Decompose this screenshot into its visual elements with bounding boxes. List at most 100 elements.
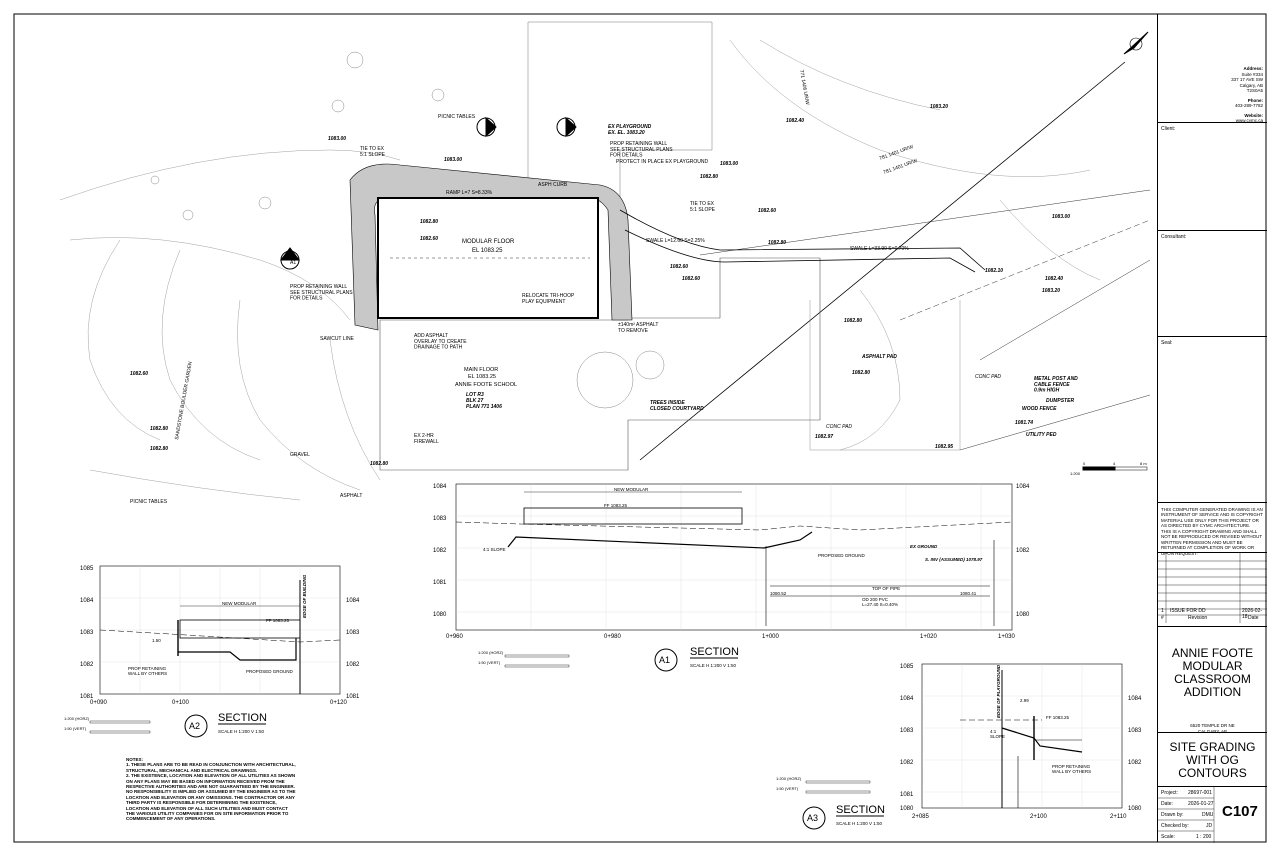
main-floor-el: EL 1083.25: [468, 374, 496, 380]
y-label: 1081: [433, 580, 447, 586]
seal-label: Seal:: [1161, 340, 1173, 346]
a3-x-labels: 2+085 2+100 2+110: [912, 814, 1127, 820]
notes-heading: NOTES:: [126, 757, 144, 762]
address-line: 337 17 AVE SW: [1231, 77, 1263, 82]
modular-box: [523, 507, 743, 525]
tree: [635, 350, 665, 380]
dumpster-label: DUMPSTER: [1046, 398, 1074, 404]
contour: [161, 249, 261, 461]
row-line-4: [959, 394, 1151, 451]
wood-fence-label: WOOD FENCE: [1022, 406, 1057, 412]
plan-scale-tick: 4: [1113, 461, 1116, 466]
tree: [150, 175, 160, 185]
ff-label: FF 1083.25: [604, 503, 628, 508]
tree: [258, 196, 272, 210]
contour-label: 1082.40: [1045, 276, 1063, 282]
tree: [182, 209, 194, 221]
a1-annotations: NEW MODULAR FF 1083.25 4:1 SLOPE PROPOSE…: [483, 487, 983, 607]
project-title-line: ANNIE FOOTE: [1171, 646, 1254, 660]
client-label: Client:: [1161, 126, 1176, 132]
y-label: 1082: [433, 548, 447, 554]
section-scale: SCALE H 1:200 V 1:50: [836, 821, 883, 826]
y-label: 1085: [80, 566, 94, 572]
contour-label: 1082.80: [852, 370, 870, 376]
info-grid: [1158, 787, 1215, 843]
conc-pad-label: CONC PAD: [975, 374, 1001, 380]
revision-header: Date: [1248, 615, 1259, 621]
contour-label: 1083.00: [328, 136, 346, 142]
contour-label: 1082.80: [768, 240, 786, 246]
revision-number: 1: [1161, 608, 1164, 614]
contour-label: 1082.60: [682, 276, 700, 282]
asphalt-pad-label: ASPHALT PAD: [861, 354, 897, 360]
y-label: 1081: [346, 694, 360, 700]
section-title: SECTION: [690, 646, 739, 658]
y-label: 1084: [1016, 484, 1030, 490]
drawn-value: DMU: [1202, 812, 1214, 818]
x-label: 0+120: [330, 700, 348, 706]
scale-label: Scale:: [1161, 834, 1175, 840]
project-title-line: CLASSROOM: [1174, 672, 1251, 686]
y-label: 1083: [433, 516, 447, 522]
y-label: 1082: [346, 662, 360, 668]
sheet-title-line: CONTOURS: [1178, 766, 1247, 780]
a1-tag-circle: [654, 648, 678, 672]
contour-label: 1083.00: [720, 161, 738, 167]
section-a3-frame: [921, 663, 1123, 809]
tree: [331, 99, 345, 113]
sheet-number: C107: [1222, 803, 1258, 820]
x-label: 1+030: [998, 634, 1016, 640]
new-modular-label: NEW MODULAR: [222, 601, 257, 606]
x-label: 0+980: [604, 634, 622, 640]
dim-label: 2.99: [1020, 698, 1029, 703]
sheet-title-block: SITE GRADING WITH OG CONTOURS: [1158, 732, 1267, 785]
row-line: [899, 219, 1151, 321]
blk-label: BLK 27: [466, 398, 483, 404]
section-a2: 1085 1084 1083 1082 1081 1084 1083 1082 …: [64, 565, 360, 738]
y-label: 1084: [1128, 696, 1142, 702]
slope-label: 4:1 SLOPE: [483, 547, 506, 552]
sheet-border: [13, 13, 1267, 843]
site-plan: [59, 21, 1151, 501]
pipe-elevation: 1080.41: [960, 591, 977, 596]
plan-no-label: PLAN 771 1406: [466, 404, 502, 410]
new-modular-label: NEW MODULAR: [614, 487, 649, 492]
x-label: 0+090: [90, 700, 108, 706]
revision-date: 2026-02-18: [1242, 608, 1263, 620]
note-item: 2. THE EXISTENCE, LOCATION AND ELEVATION…: [126, 773, 296, 822]
y-label: 1082: [900, 760, 914, 766]
picnic-tables-label: PICNIC TABLES: [130, 499, 168, 505]
scale-v-label: 1:50 (VERT): [64, 726, 87, 731]
y-label: 1082: [1016, 548, 1030, 554]
swale-path: [619, 209, 986, 271]
sheet-title-line: WITH OG: [1186, 753, 1239, 767]
section-marker-a3: [556, 116, 577, 138]
scale-h-label: 1:200 (HORZ): [776, 776, 802, 781]
section-marker-a1: [280, 247, 300, 270]
conc-pad-label: CONC PAD: [826, 424, 852, 430]
contour-label: 1083.00: [444, 157, 462, 163]
contour: [89, 469, 301, 501]
north-arrow-icon: [1123, 31, 1149, 55]
plan-scale-tick: 0: [1083, 461, 1086, 466]
revision-header: #: [1161, 615, 1164, 621]
school-label: ANNIE FOOTE SCHOOL: [455, 382, 517, 388]
row-line-2: [699, 189, 1151, 256]
ex-playground-outline: [527, 21, 713, 199]
firm-address: Address: Suite #334 337 17 AVE SW Calgar…: [1231, 66, 1263, 124]
contour-label: 1083.20: [1042, 288, 1060, 294]
scale-v-label: 1:50 (VERT): [478, 660, 501, 665]
scale-v-label: 1:50 (VERT): [776, 786, 799, 791]
contour-label: 1082.60: [130, 371, 148, 377]
project-address: 6520 TEMPLE DR NE CALGARY, AB: [1158, 723, 1267, 734]
a3-y-labels: 1085 1084 1083 1082 1081 1080 1084 1083 …: [900, 664, 1142, 812]
project-address-line: CALGARY, AB: [1197, 728, 1228, 734]
